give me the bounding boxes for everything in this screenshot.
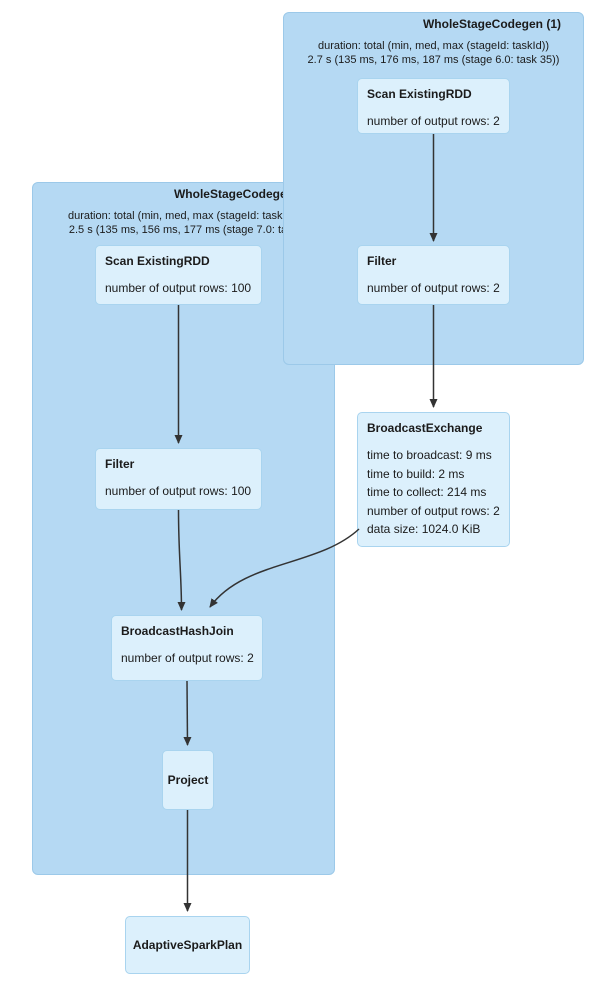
node-title: Filter xyxy=(105,457,135,471)
node-title: AdaptiveSparkPlan xyxy=(132,938,243,952)
node-metric: number of output rows: 100 xyxy=(105,281,252,295)
node-scan-existingrdd-2[interactable]: Scan ExistingRDD number of output rows: … xyxy=(95,245,262,305)
node-metric: number of output rows: 2 xyxy=(121,651,254,665)
cluster-title: WholeStageCodegen (2) xyxy=(173,187,312,201)
node-metric: time to collect: 214 ms xyxy=(367,485,487,499)
node-metric: time to broadcast: 9 ms xyxy=(367,448,492,462)
duration-line-1: duration: total (min, med, max (stageId:… xyxy=(317,40,550,52)
node-title: BroadcastHashJoin xyxy=(121,624,234,638)
node-title: Scan ExistingRDD xyxy=(367,87,472,101)
node-metric: number of output rows: 2 xyxy=(367,281,500,295)
node-adaptivesparkplan[interactable]: AdaptiveSparkPlan xyxy=(125,916,250,974)
cluster-duration: duration: total (min, med, max (stageId:… xyxy=(33,210,334,237)
duration-line-1: duration: total (min, med, max (stageId:… xyxy=(67,210,300,222)
node-scan-existingrdd-1[interactable]: Scan ExistingRDD number of output rows: … xyxy=(357,78,510,134)
duration-line-2: 2.7 s (135 ms, 176 ms, 187 ms (stage 6.0… xyxy=(307,53,560,66)
node-metric: number of output rows: 100 xyxy=(105,484,252,498)
node-broadcastexchange[interactable]: BroadcastExchange time to broadcast: 9 m… xyxy=(357,412,510,547)
node-metric: number of output rows: 2 xyxy=(367,503,500,518)
node-metric: number of output rows: 2 xyxy=(367,114,500,128)
node-filter-1[interactable]: Filter number of output rows: 2 xyxy=(357,245,510,305)
node-filter-2[interactable]: Filter number of output rows: 100 xyxy=(95,448,262,510)
duration-line-2: 2.5 s (135 ms, 156 ms, 177 ms (stage 7.0… xyxy=(68,223,299,236)
cluster-title: WholeStageCodegen (1) xyxy=(422,17,561,31)
node-title: BroadcastExchange xyxy=(367,421,483,435)
cluster-duration: duration: total (min, med, max (stageId:… xyxy=(284,40,583,67)
node-metric: data size: 1024.0 KiB xyxy=(367,522,481,536)
node-project[interactable]: Project xyxy=(162,750,214,810)
node-title: Filter xyxy=(367,254,397,268)
node-title: Scan ExistingRDD xyxy=(105,254,210,268)
node-title: Project xyxy=(167,773,209,787)
node-metric: time to build: 2 ms xyxy=(367,466,465,481)
node-broadcasthashjoin[interactable]: BroadcastHashJoin number of output rows:… xyxy=(111,615,263,681)
cluster-wholestagecodegen-1: WholeStageCodegen (1) duration: total (m… xyxy=(283,12,584,365)
